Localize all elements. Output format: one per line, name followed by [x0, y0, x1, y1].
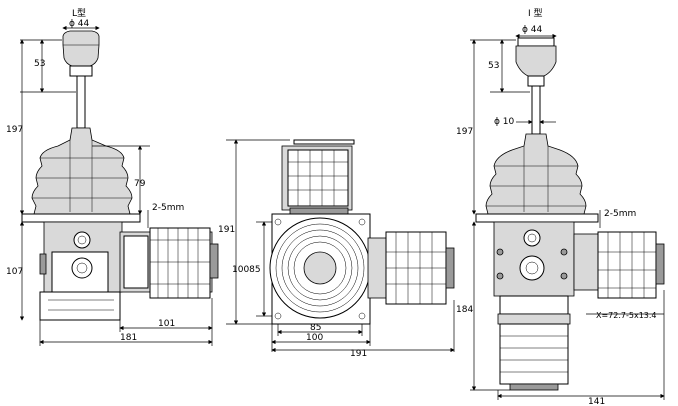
middle-dimensions: [226, 139, 455, 353]
left-dim-181: 181: [120, 333, 137, 343]
left-boot: [31, 127, 133, 215]
middle-dim-85: 85: [310, 323, 321, 333]
left-dim-101: 101: [158, 319, 175, 329]
right-shaft: [531, 85, 541, 135]
middle-view: 191 10085 85 100 191: [218, 139, 455, 359]
left-switch-block: [119, 227, 219, 299]
middle-right-terminal-block: [367, 231, 455, 305]
left-dimensions: [19, 25, 213, 346]
middle-dim-191-vertical: 191: [218, 225, 235, 235]
right-type-label: I 型: [528, 8, 543, 19]
middle-top-terminal-block: [281, 139, 355, 219]
left-body: [39, 221, 123, 321]
right-view: I 型 ϕ 44 53 197 ϕ 10 2-5mm 184 X=72.7-5x…: [456, 8, 665, 406]
left-dim-79: 79: [134, 179, 146, 189]
right-boot: [485, 133, 587, 215]
left-dim-gap: 2-5mm: [152, 203, 184, 213]
left-dim-53: 53: [34, 59, 45, 69]
right-dimensions: [470, 33, 665, 400]
middle-dim-191-horizontal: 191: [350, 349, 367, 359]
right-knob: [515, 37, 557, 87]
left-type-label: L型: [72, 8, 86, 19]
left-flange: [21, 213, 141, 223]
right-dim-53: 53: [488, 61, 499, 71]
right-flange: [475, 213, 599, 223]
right-dim-x: X=72.7-5x13.4: [596, 311, 657, 320]
right-diameter-label: ϕ 44: [522, 25, 543, 35]
left-dim-107: 107: [6, 267, 23, 277]
right-switch-block: [573, 231, 665, 299]
left-knob: [62, 30, 100, 77]
right-dim-shaft-diameter: ϕ 10: [494, 117, 515, 127]
right-dim-197: 197: [456, 127, 473, 137]
middle-dim-100: 100: [306, 333, 323, 343]
right-lower-switch-stack: [497, 313, 571, 391]
middle-boot-top: [269, 217, 371, 320]
middle-dim-10085: 10085: [232, 265, 261, 275]
left-diameter-label: ϕ 44: [69, 19, 90, 29]
right-dim-141: 141: [588, 397, 605, 406]
right-dim-184: 184: [456, 305, 473, 315]
left-view: L型 ϕ 44 53 197 79 2-5mm 107 101 181: [6, 8, 219, 346]
left-dim-197: 197: [6, 125, 23, 135]
left-shaft: [76, 75, 86, 129]
right-body: [493, 221, 575, 315]
right-dim-gap: 2-5mm: [604, 209, 636, 219]
